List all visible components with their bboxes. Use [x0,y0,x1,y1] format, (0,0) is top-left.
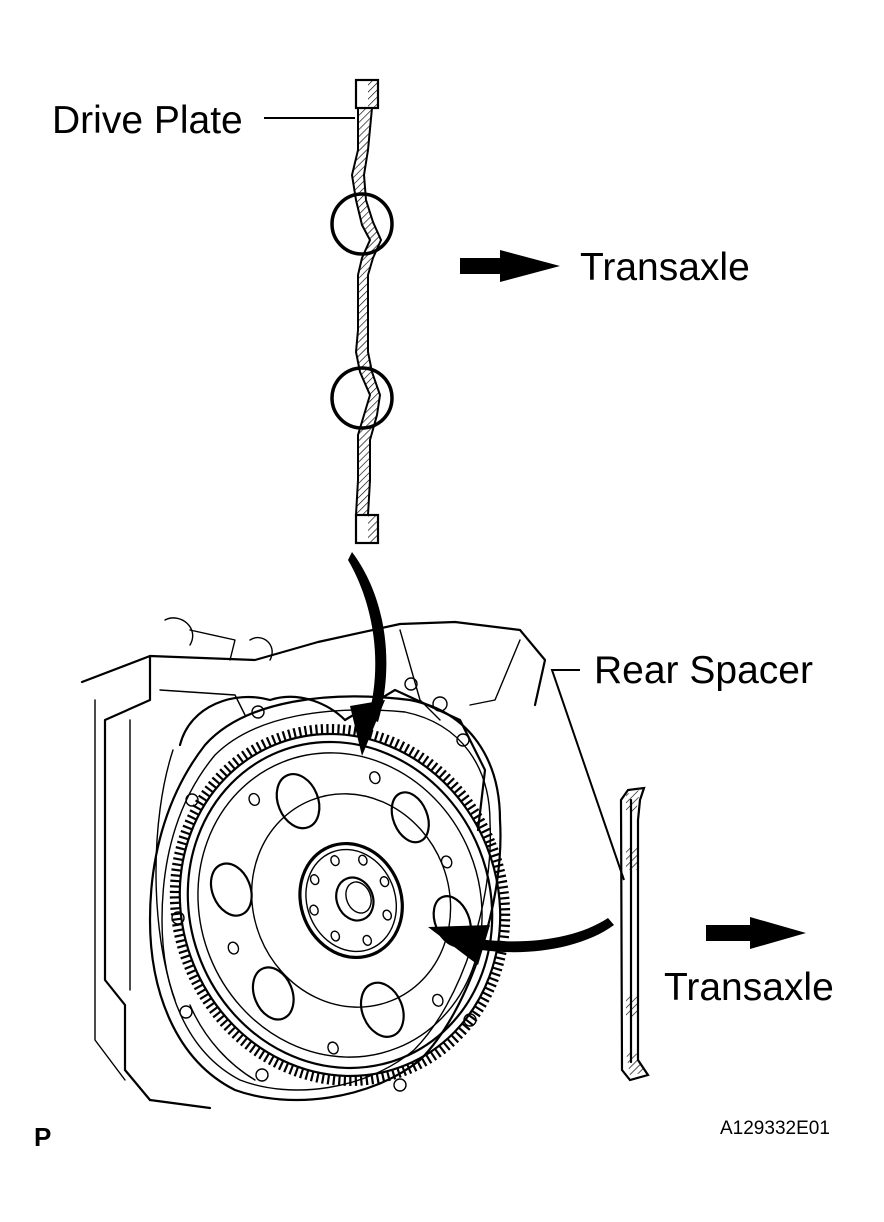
transaxle-label-top: Transaxle [580,246,750,289]
hub-bolt-holes [309,854,393,946]
curved-arrow-icon [428,918,614,965]
curved-arrow-icon [348,552,387,756]
transaxle-label-bottom: Transaxle [664,966,834,1009]
drive-plate-section [350,78,383,545]
rear-spacer-leader [550,669,625,881]
detail-circle-icon [330,366,394,430]
plate-small-holes [227,771,453,1055]
view-code-label: P [34,1122,51,1152]
drive-plate-label: Drive Plate [52,99,243,142]
right-arrow-icon [460,250,560,282]
flywheel-assembly [169,724,511,1086]
detail-circle-icon [330,192,394,256]
figure-id-label: A129332E01 [720,1118,830,1139]
engine-block [80,617,547,1110]
rear-spacer-section [619,786,650,1082]
right-arrow-icon [706,917,806,949]
rear-spacer-label: Rear Spacer [594,649,813,692]
